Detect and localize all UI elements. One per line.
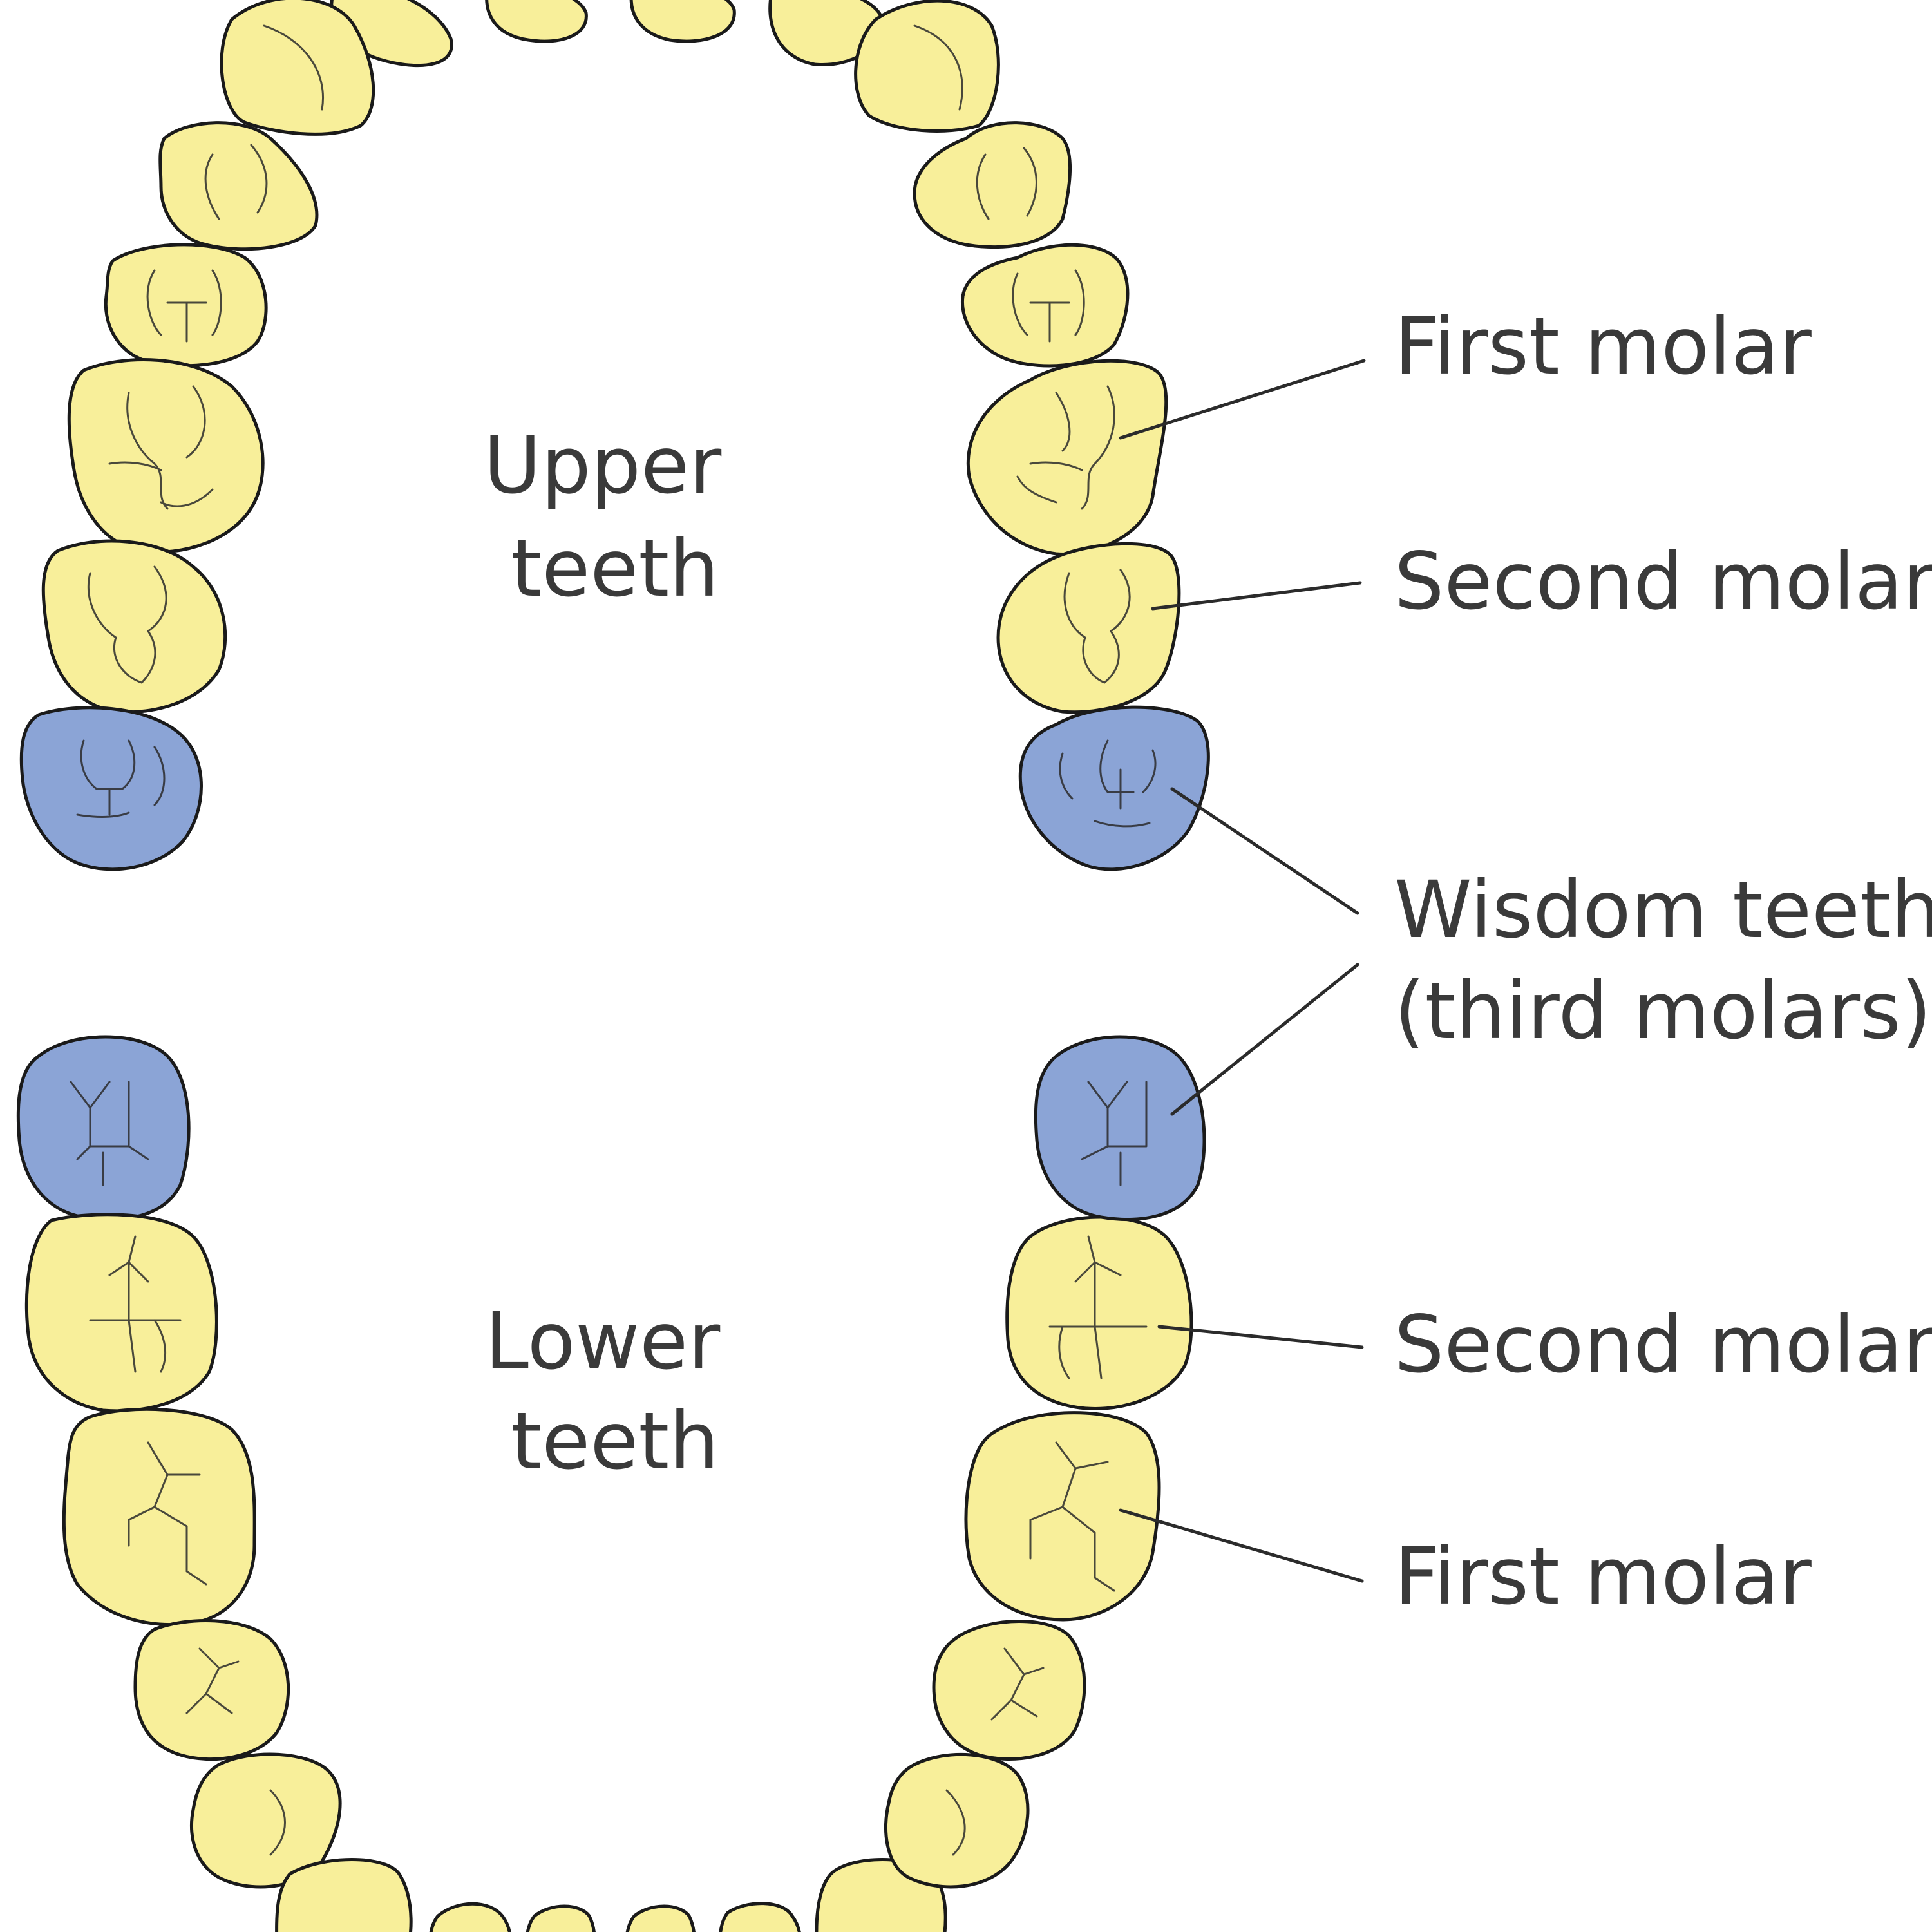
label-upper-first-molar: First molar xyxy=(1394,301,1812,392)
lower-arch xyxy=(16,1035,1206,1932)
lower-right-first-molar xyxy=(964,1411,1161,1622)
upper-left-canine xyxy=(220,0,375,136)
leader-lower-wisdom xyxy=(1170,963,1359,1116)
upper-right-first-premolar xyxy=(913,121,1072,249)
upper-right-canine xyxy=(854,0,1000,133)
label-wisdom-line1: Wisdom teeth xyxy=(1394,864,1932,956)
leader-lower-second-molar xyxy=(1157,1325,1364,1349)
lower-left-first-molar xyxy=(62,1407,256,1626)
leader-upper-first-molar xyxy=(1119,359,1366,440)
upper-right-second-molar xyxy=(996,542,1181,714)
label-wisdom-line2: (third molars) xyxy=(1394,965,1931,1057)
upper-left-first-premolar xyxy=(158,121,319,251)
upper-jaw-label-line1: Upper xyxy=(484,420,722,511)
upper-jaw-label: Upper teeth xyxy=(484,420,746,614)
lower-left-central-incisor xyxy=(526,1904,596,1932)
leader-lines xyxy=(1119,359,1366,1583)
label-wisdom-teeth: Wisdom teeth (third molars) xyxy=(1394,864,1932,1057)
label-upper-second-molar: Second molar xyxy=(1394,536,1932,627)
label-lower-first-molar: First molar xyxy=(1394,1531,1812,1622)
lower-left-lateral-incisor xyxy=(429,1902,511,1932)
lower-right-second-molar xyxy=(1005,1215,1193,1410)
upper-right-first-molar xyxy=(966,359,1168,556)
leader-upper-wisdom xyxy=(1170,787,1359,915)
leader-lower-first-molar xyxy=(1119,1508,1364,1583)
upper-arch xyxy=(19,0,1210,871)
label-lower-second-molar: Second molar xyxy=(1394,1299,1932,1390)
lower-left-second-premolar xyxy=(133,1619,290,1761)
lower-right-second-premolar xyxy=(932,1620,1086,1761)
lower-left-wisdom-tooth xyxy=(16,1035,191,1221)
upper-left-central-incisor xyxy=(485,0,588,43)
lower-right-lateral-incisor xyxy=(719,1902,801,1932)
lower-right-first-premolar xyxy=(884,1752,1030,1889)
upper-right-central-incisor xyxy=(629,0,736,43)
lower-right-central-incisor xyxy=(625,1904,696,1932)
lower-right-wisdom-tooth xyxy=(1034,1035,1206,1221)
upper-left-second-molar xyxy=(41,539,227,714)
lower-jaw-label: Lower teeth xyxy=(485,1296,745,1487)
lower-left-second-molar xyxy=(24,1213,218,1413)
upper-right-second-premolar xyxy=(960,243,1130,368)
upper-right-wisdom-tooth xyxy=(1018,705,1210,871)
leader-upper-second-molar xyxy=(1151,581,1362,611)
upper-jaw-label-line2: teeth xyxy=(511,523,719,614)
lower-left-canine xyxy=(275,1858,413,1932)
lower-jaw-label-line1: Lower xyxy=(485,1296,721,1387)
lower-jaw-label-line2: teeth xyxy=(511,1396,719,1487)
upper-left-first-molar xyxy=(67,358,265,554)
